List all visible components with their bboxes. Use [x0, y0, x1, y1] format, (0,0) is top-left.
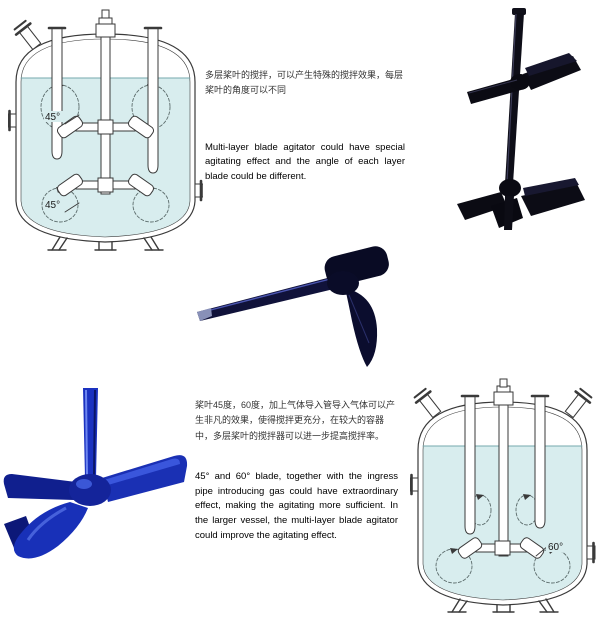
reactor-45-svg: 45° 45°	[7, 9, 204, 251]
dip-tubes	[51, 40, 159, 174]
dome-nozzles	[13, 9, 163, 51]
angle-label-lower: 45°	[45, 200, 60, 211]
top-description: 多层桨叶的搅拌，可以产生特殊的搅拌效果，每层桨叶的角度可以不同 Multi-la…	[205, 68, 405, 185]
reactor-60-svg: 60°	[409, 378, 596, 613]
label-backdrop	[44, 111, 65, 122]
paddle-level-1	[56, 115, 155, 139]
paddle-level-2	[56, 173, 155, 197]
propeller-hub	[327, 271, 359, 295]
propeller-shaft	[197, 276, 338, 321]
angle-label-60: 60°	[548, 542, 563, 553]
bottom-description-chinese: 桨叶45度，60度，加上气体导入管导入气体可以产生非凡的效果，使得搅拌更充分，在…	[195, 400, 396, 441]
black-agitator-svg	[457, 8, 585, 230]
propeller-svg	[197, 246, 389, 367]
agitator-shaft	[498, 404, 509, 557]
reactor-diagram-60: 60°	[409, 378, 598, 621]
propeller-blade-photo	[195, 243, 400, 390]
top-description-chinese: 多层桨叶的搅拌，可以产生特殊的搅拌效果，每层桨叶的角度可以不同	[205, 70, 404, 96]
legs-and-outlet	[447, 598, 559, 613]
lower-blade-assembly	[457, 178, 585, 230]
angle-ticks	[64, 114, 80, 213]
bottom-description: 桨叶45度，60度，加上气体导入管导入气体可以产生非凡的效果，使得搅拌更充分，在…	[195, 398, 398, 543]
blue-agitator-photo	[0, 388, 190, 579]
blue-agitator-svg	[3, 388, 188, 559]
legs-and-outlet	[47, 236, 164, 251]
side-nozzles	[409, 473, 596, 564]
blue-agitator-shaft	[83, 388, 98, 478]
black-agitator-shaft	[505, 8, 526, 184]
dome-nozzles	[413, 378, 593, 419]
paddle-level	[457, 537, 545, 559]
lower-blade	[345, 288, 378, 367]
top-description-english: Multi-layer blade agitator could have sp…	[205, 141, 405, 183]
label-backdrop	[546, 541, 568, 552]
blue-agitator-blades	[3, 455, 188, 559]
label-backdrop	[44, 199, 65, 210]
bottom-description-english: 45° and 60° blade, together with the ing…	[195, 470, 398, 541]
blade-highlight	[348, 294, 370, 344]
gas-ingress-pipes	[464, 408, 546, 535]
reactor-diagram-45: 45° 45°	[7, 8, 204, 258]
upper-blade-assembly	[467, 53, 581, 104]
multilayer-agitator-photo	[455, 8, 595, 241]
agitator-shaft	[100, 36, 111, 195]
angle-label-upper: 45°	[45, 112, 60, 123]
